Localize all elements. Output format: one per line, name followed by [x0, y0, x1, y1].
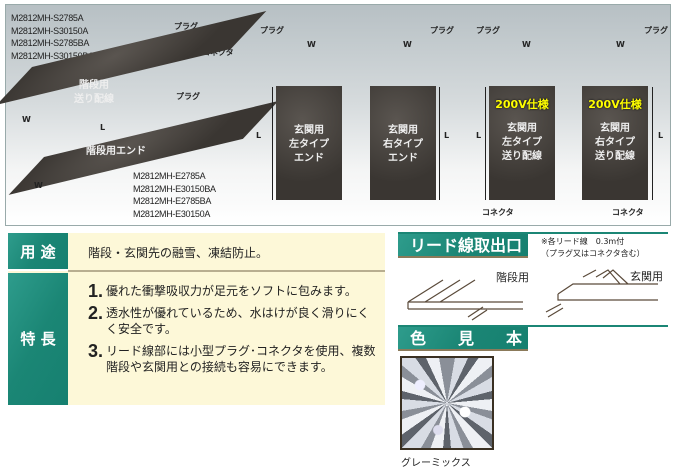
stair-feed-models: M2812MH-S2785A M2812MH-S30150A M2812MH-S…: [11, 12, 94, 62]
feature-item: 3.リード線部には小型プラグ･コネクタを使用、複数階段や玄関用との接続も容易にで…: [88, 341, 376, 374]
stair-feed-label: 階段用送り配線: [74, 80, 114, 105]
usage-header: 用 途: [8, 233, 68, 271]
usage-text: 階段・玄関先の融雪、凍結防止。: [88, 246, 269, 260]
entrance-mats: プラグ W L 玄関用左タイプエンド プラグ W L 玄関用右タイプエンド プラ…: [256, 5, 670, 225]
width-label: W: [34, 181, 43, 190]
connector-label: コネクタ: [612, 208, 644, 217]
model-number: M2812MH-S30150A: [11, 25, 89, 36]
feature-list: 1.優れた衝撃吸収力が足元をソフトに包みます。 2.透水性が優れているため、水は…: [88, 281, 378, 375]
connector-label: コネクタ: [482, 208, 514, 217]
model-number: M2812MH-E2785A: [133, 171, 206, 181]
gray-mix-swatch: [400, 356, 494, 450]
plug-label: プラグ: [176, 92, 200, 101]
lead-wire-note: ※各リード線 0.3m付（プラグ又はコネクタ含む）: [541, 237, 645, 258]
length-label: L: [658, 131, 664, 140]
entrance-right-feed-mat: 200V仕様玄関用右タイプ送り配線: [582, 86, 648, 200]
voltage-badge: 200V仕様: [588, 98, 642, 111]
model-number: M2812MH-E2785BA: [133, 196, 212, 206]
color-name: グレーミックス: [401, 458, 471, 469]
feature-item: 1.優れた衝撃吸収力が足元をソフトに包みます。: [88, 281, 357, 301]
features-header: 特 長: [8, 273, 68, 405]
model-number: M2812MH-E30150BA: [133, 183, 216, 194]
model-number: M2812MH-S2785A: [11, 13, 84, 23]
width-label: W: [403, 40, 412, 49]
connector-label: コネクタ: [202, 48, 234, 57]
voltage-badge: 200V仕様: [495, 98, 549, 111]
length-label: L: [100, 123, 106, 132]
plug-label: プラグ: [260, 26, 284, 35]
product-lineup-panel: M2812MH-S2785A M2812MH-S30150A M2812MH-S…: [0, 4, 671, 226]
length-label: L: [444, 131, 450, 140]
width-label: W: [22, 115, 31, 124]
width-label: W: [522, 40, 531, 49]
width-label: W: [616, 40, 625, 49]
length-label: L: [476, 131, 482, 140]
spec-table: 用 途 階段・玄関先の融雪、凍結防止。 特 長 1.優れた衝撃吸収力が足元をソフ…: [8, 233, 385, 405]
entrance-right-end-mat: 玄関用右タイプエンド: [370, 86, 436, 200]
feature-item: 2.透水性が優れているため、水はけが良く滑りにくく安全です。: [88, 303, 370, 336]
stair-label: 階段用: [496, 271, 529, 284]
entrance-left-end-mat: 玄関用左タイプエンド: [276, 86, 342, 200]
color-sample-header: 色 見 本: [398, 327, 528, 351]
model-number: M2812MH-S30150BA: [11, 50, 94, 61]
plug-label: プラグ: [644, 26, 668, 35]
lead-wire-diagram: [407, 269, 658, 321]
entrance-label: 玄関用: [630, 270, 663, 283]
plug-label: プラグ: [476, 26, 500, 35]
length-label: L: [256, 131, 262, 140]
model-number: M2812MH-E30150A: [133, 208, 211, 219]
stair-end-label: 階段用エンド: [86, 146, 146, 157]
stair-end-models: M2812MH-E2785A M2812MH-E30150BA M2812MH-…: [133, 170, 216, 220]
plug-label: プラグ: [430, 26, 454, 35]
lead-wire-header: リード線取出口: [398, 234, 528, 258]
model-number: M2812MH-S2785BA: [11, 38, 90, 48]
plug-label: プラグ: [174, 22, 198, 31]
width-label: W: [307, 40, 316, 49]
entrance-left-feed-mat: 200V仕様玄関用左タイプ送り配線: [489, 86, 555, 200]
